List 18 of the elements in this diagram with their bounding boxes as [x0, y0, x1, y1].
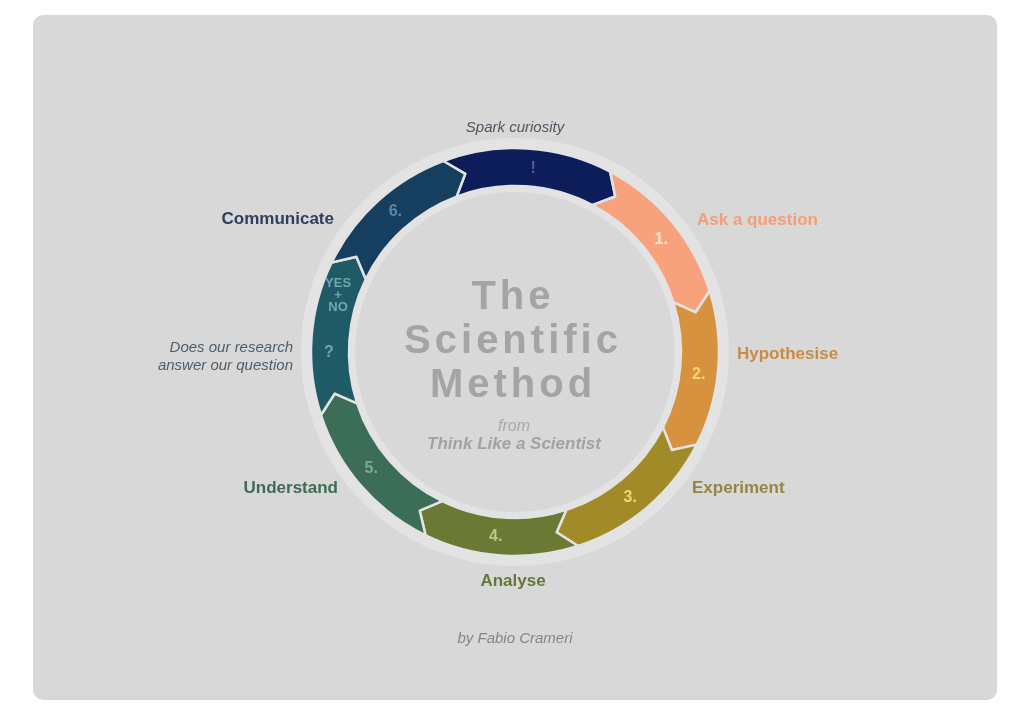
step-number: 6.: [388, 201, 402, 220]
step-label: Does our research answer our question: [156, 338, 293, 374]
step-label: Communicate: [221, 209, 334, 229]
step-label: Analyse: [480, 571, 546, 591]
step-number: 3.: [623, 487, 637, 506]
step-number: !: [530, 158, 536, 177]
step-label: Understand: [243, 478, 338, 498]
credit-text: by Fabio Crameri: [457, 629, 573, 647]
step-number: 5.: [364, 459, 378, 478]
step-label: Hypothesise: [737, 344, 839, 364]
step-label: Spark curiosity: [465, 118, 565, 136]
answer-options-text: YES + NO: [325, 276, 352, 313]
step-number: 1.: [654, 229, 668, 248]
question-mark: ?: [324, 343, 334, 361]
step-number: 2.: [692, 364, 706, 383]
step-number: 4.: [489, 527, 503, 545]
step-label: Ask a question: [697, 210, 818, 230]
step-label: Experiment: [692, 478, 785, 498]
